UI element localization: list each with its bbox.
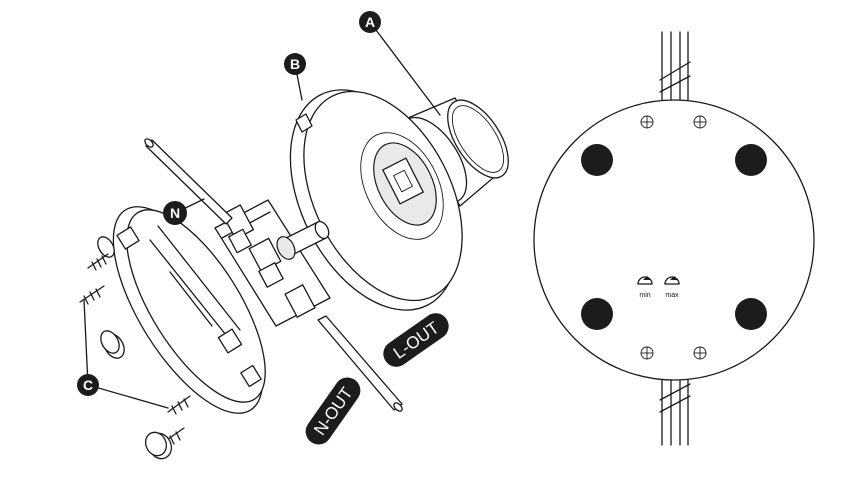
mount-dot-bottom-right <box>735 298 767 330</box>
trim-min-label: min <box>639 292 650 299</box>
wall-plug-2 <box>144 431 173 460</box>
wall-plug-1 <box>100 330 125 359</box>
screw-hole-top-right-icon <box>693 115 707 129</box>
callout-b: B <box>284 53 306 75</box>
cable-bottom <box>659 371 691 446</box>
dimmer-module <box>214 199 331 327</box>
wire-n-out <box>317 315 403 412</box>
screw-3-icon <box>167 395 191 415</box>
callout-n-label: N <box>170 205 180 221</box>
n-out-label-pill: N-OUT <box>305 377 361 445</box>
trim-max-label: max <box>665 292 679 299</box>
mount-dot-top-left <box>581 144 613 176</box>
mounting-bracket <box>97 206 266 414</box>
callout-b-label: B <box>290 56 300 72</box>
screw-hole-bottom-left-icon <box>640 346 654 360</box>
screw-1-icon <box>87 253 109 271</box>
callout-n: N <box>163 201 187 225</box>
wire-n <box>144 138 233 225</box>
backbox-circle <box>533 99 815 381</box>
callout-c-label: C <box>83 377 93 393</box>
backbox-view: min max <box>533 31 815 446</box>
leader-c-up <box>83 299 89 386</box>
callout-a-label: A <box>365 14 375 30</box>
leader-c-right <box>87 384 169 409</box>
leader-a <box>369 21 441 116</box>
face-plate <box>289 89 463 311</box>
screw-hole-top-left-icon <box>640 115 654 129</box>
mount-dot-top-right <box>735 144 767 176</box>
callout-a: A <box>359 11 381 33</box>
callout-c: C <box>77 374 99 396</box>
trim-max-adjuster: max <box>664 276 680 299</box>
trim-min-adjuster: min <box>637 276 653 299</box>
l-out-label-pill: L-OUT <box>383 313 449 367</box>
screw-hole-bottom-right-icon <box>693 346 707 360</box>
screw-2-icon <box>79 285 105 305</box>
mount-dot-bottom-left <box>581 298 613 330</box>
cable-top <box>659 31 691 106</box>
